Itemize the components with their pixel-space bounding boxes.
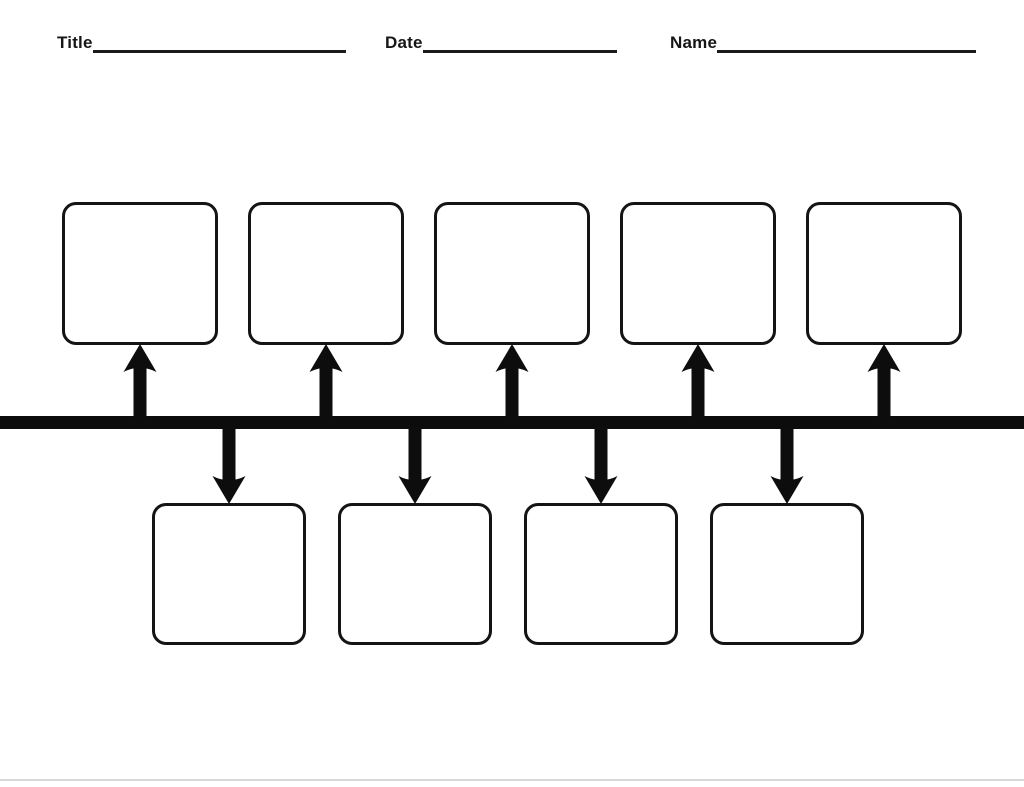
name-label: Name [670,33,718,52]
title-field: Title [57,34,346,53]
down-arrow-icon [769,427,805,505]
date-label: Date [385,33,423,52]
title-label: Title [57,33,93,52]
title-write-line[interactable] [92,34,346,53]
up-arrow-icon [308,343,344,418]
event-box-top-1[interactable] [62,202,218,345]
up-arrow-icon [680,343,716,418]
timeline-bar [0,416,1024,429]
up-arrow-icon [122,343,158,418]
event-box-bottom-4[interactable] [710,503,864,645]
event-box-top-3[interactable] [434,202,590,345]
event-box-bottom-3[interactable] [524,503,678,645]
down-arrow-icon [397,427,433,505]
date-write-line[interactable] [422,34,617,53]
event-box-top-5[interactable] [806,202,962,345]
down-arrow-icon [583,427,619,505]
up-arrow-icon [866,343,902,418]
name-write-line[interactable] [717,34,977,53]
event-box-bottom-1[interactable] [152,503,306,645]
event-box-top-2[interactable] [248,202,404,345]
name-field: Name [670,33,977,53]
page-bottom-divider [0,779,1024,781]
date-field: Date [385,34,617,53]
event-box-top-4[interactable] [620,202,776,345]
down-arrow-icon [211,427,247,505]
event-box-bottom-2[interactable] [338,503,492,645]
up-arrow-icon [494,343,530,418]
